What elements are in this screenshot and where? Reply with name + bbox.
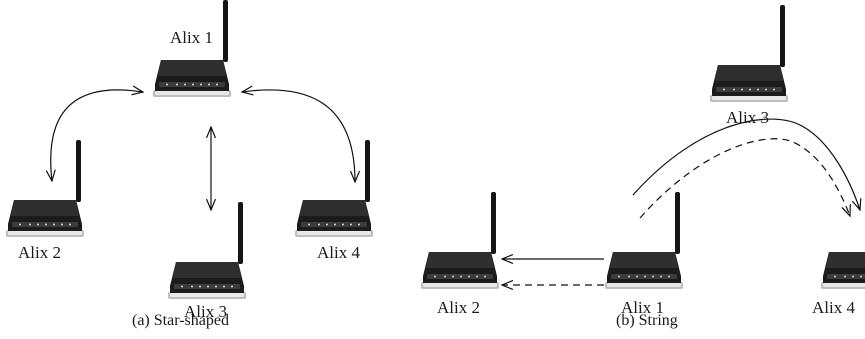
link-arrow-alix1-alix4 bbox=[242, 90, 355, 182]
node-label-alix1: Alix 1 bbox=[621, 298, 664, 317]
link-arrow-alix1-alix4-solid bbox=[632, 118, 860, 210]
router-icon bbox=[421, 192, 499, 289]
node-label-alix3: Alix 3 bbox=[726, 108, 769, 127]
router-icon bbox=[168, 202, 246, 299]
node-label-alix4: Alix 4 bbox=[812, 298, 855, 317]
node-label-alix3: Alix 3 bbox=[184, 302, 227, 321]
link-arrow-alix1-alix2 bbox=[51, 90, 143, 181]
link-arrow-alix1-alix4-dashed bbox=[639, 138, 850, 219]
star-panel bbox=[6, 0, 373, 299]
router-icon bbox=[153, 0, 231, 97]
caption-star: (a) Star-shaped bbox=[132, 312, 229, 329]
node-label-alix4: Alix 4 bbox=[317, 243, 360, 262]
string-panel bbox=[421, 5, 865, 289]
router-icon bbox=[6, 140, 84, 237]
node-label-alix1: Alix 1 bbox=[170, 28, 213, 47]
router-icon bbox=[605, 192, 683, 289]
node-label-alix2: Alix 2 bbox=[18, 243, 61, 262]
caption-string: (b) String bbox=[616, 312, 678, 329]
router-icon bbox=[295, 140, 373, 237]
router-icon bbox=[710, 5, 788, 102]
node-label-alix2: Alix 2 bbox=[437, 298, 480, 317]
